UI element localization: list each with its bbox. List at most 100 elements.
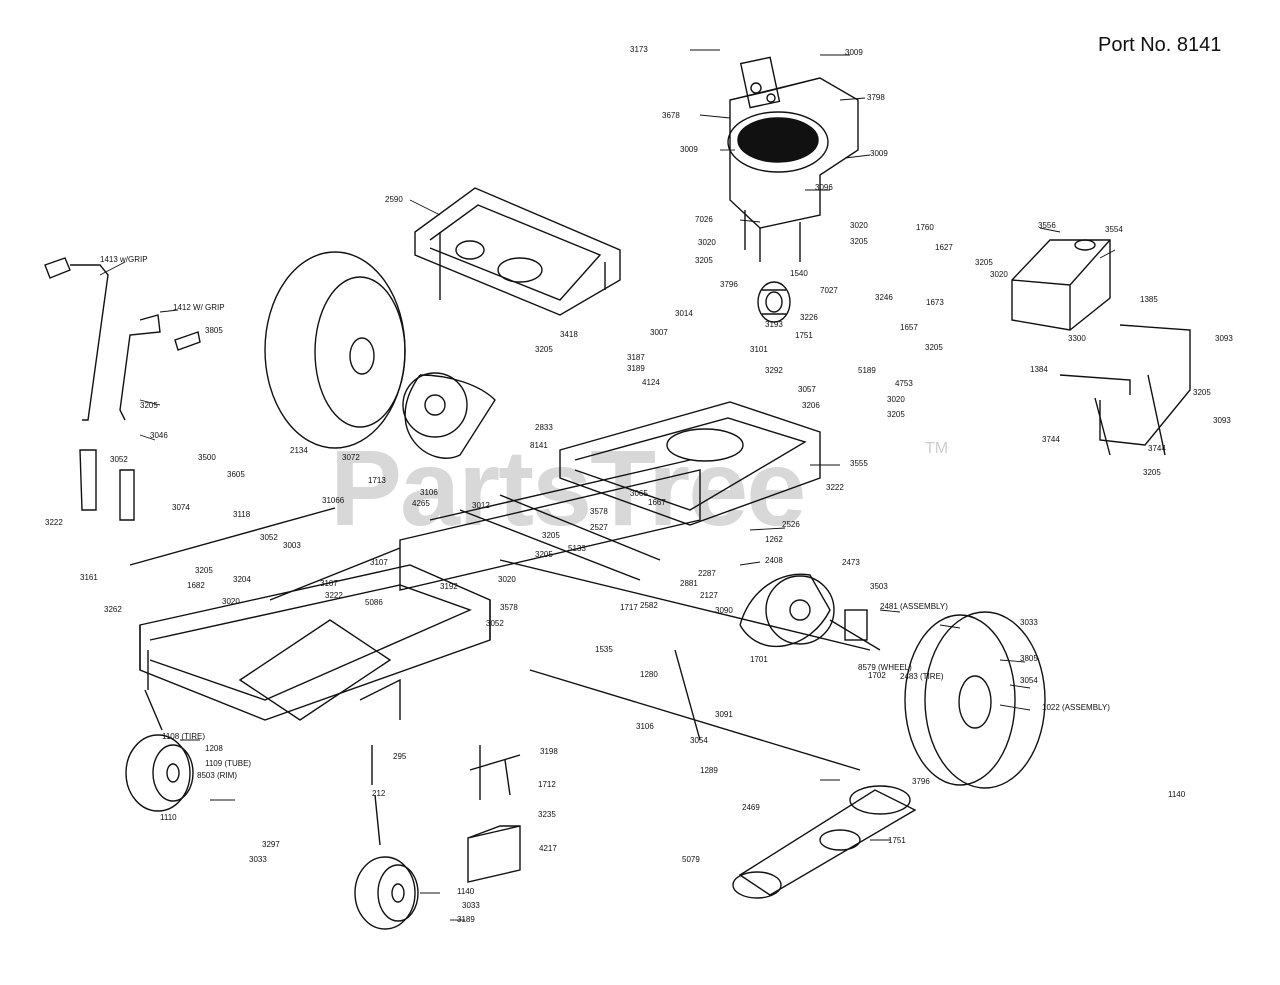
callout-label: 3555 [850,459,868,468]
callout-label: 31066 [322,496,345,505]
callout-label: 1140 [457,887,475,896]
callout-label: 3033 [462,901,480,910]
callout-label: 3033 [249,855,267,864]
callout-label: 1140 [1168,790,1186,799]
callout-label: 3796 [912,777,930,786]
callout-label: 1667 [648,498,666,507]
callout-label: 3106 [420,488,438,497]
callout-label: 2881 [680,579,698,588]
callout-label: 3096 [815,183,833,192]
callout-label: 3193 [765,320,783,329]
callout-label: 3292 [765,366,783,375]
callout-label: 2473 [842,558,860,567]
callout-label: 3192 [440,582,458,591]
callout-label: 3173 [630,45,648,54]
callout-label: 3206 [802,401,820,410]
callout-label: 3205 [542,531,560,540]
control-levers [44,257,201,521]
callout-label: 1412 W/ GRIP [173,303,225,312]
callout-label: 1413 w/GRIP [100,255,148,264]
callout-label: 3020 [850,221,868,230]
callout-label: 3052 [486,619,504,628]
callout-label: 1384 [1030,365,1048,374]
callout-label: 3198 [540,747,558,756]
callout-label: 3093 [1215,334,1233,343]
callout-label: 3556 [1038,221,1056,230]
callout-label: 3805 [1020,654,1038,663]
callout-label: 4753 [895,379,913,388]
callout-label: 3020 [990,270,1008,279]
callout-label: 1280 [640,670,658,679]
callout-label: 1262 [765,535,783,544]
callout-label: 3418 [560,330,578,339]
callout-label: 3204 [233,575,251,584]
callout-label: 3189 [457,915,475,924]
callout-label: 3205 [887,410,905,419]
callout-label: 3057 [798,385,816,394]
right-rear-tire [904,611,1046,789]
callout-label: 3012 [472,501,490,510]
callout-label: 1627 [935,243,953,252]
callout-label: 3205 [975,258,993,267]
callout-label: 3020 [887,395,905,404]
callout-label: 3578 [500,603,518,612]
callout-label: 2582 [640,601,658,610]
callout-label: 8141 [530,441,548,450]
callout-label: 3187 [627,353,645,362]
part-number-title: Port No. 8141 [1098,34,1222,56]
callout-label: 3009 [870,149,888,158]
right-sprocket-chain [739,573,881,651]
callout-label: 3246 [875,293,893,302]
callout-label: 1701 [750,655,768,664]
callout-label: 3222 [325,591,343,600]
callout-label: 3744 [1042,435,1060,444]
callout-label: 295 [393,752,407,761]
callout-label: 2134 [290,446,308,455]
callout-label: 3235 [538,810,556,819]
callout-label: 3262 [104,605,122,614]
callout-label: 3798 [867,93,885,102]
callout-label: 3205 [535,550,553,559]
callout-label: 5133 [568,544,586,553]
callout-label: 3161 [80,573,98,582]
callout-label: 7027 [820,286,838,295]
callout-label: 1751 [888,836,906,845]
engine-pulley [757,281,791,323]
callout-label: 3189 [627,364,645,373]
belt-and-pulleys [732,785,917,899]
callout-label: 3796 [720,280,738,289]
callout-label: 1760 [916,223,934,232]
callout-label: 1712 [538,780,556,789]
callout-label: 5086 [365,598,383,607]
callout-label: 2481 (ASSEMBLY) [880,602,948,611]
callout-label: 1751 [795,331,813,340]
callout-label: 2408 [765,556,783,565]
callout-label: 2526 [782,520,800,529]
main-frame [139,564,491,721]
callout-label: 3205 [1143,468,1161,477]
callout-label: 1110 [160,813,177,822]
callout-label: 2590 [385,195,403,204]
fuel-tank [1011,239,1111,331]
callout-label: 1208 [205,744,223,753]
callout-label: 2127 [700,591,718,600]
callout-label: 3205 [195,566,213,575]
callout-label: 2833 [535,423,553,432]
callout-label: 3020 [222,597,240,606]
callout-label: 3205 [535,345,553,354]
callout-label: 3503 [870,582,888,591]
front-right-caster [354,745,419,930]
callout-label: 7026 [695,215,713,224]
callout-label: 3101 [750,345,768,354]
callout-label: 1713 [368,476,386,485]
callout-label: 1540 [790,269,808,278]
callout-label: 1289 [700,766,718,775]
callout-label: 3007 [650,328,668,337]
callout-label: 3093 [1213,416,1231,425]
callout-label: 1673 [926,298,944,307]
callout-label: 3222 [45,518,63,527]
callout-label: 3065 [630,489,648,498]
